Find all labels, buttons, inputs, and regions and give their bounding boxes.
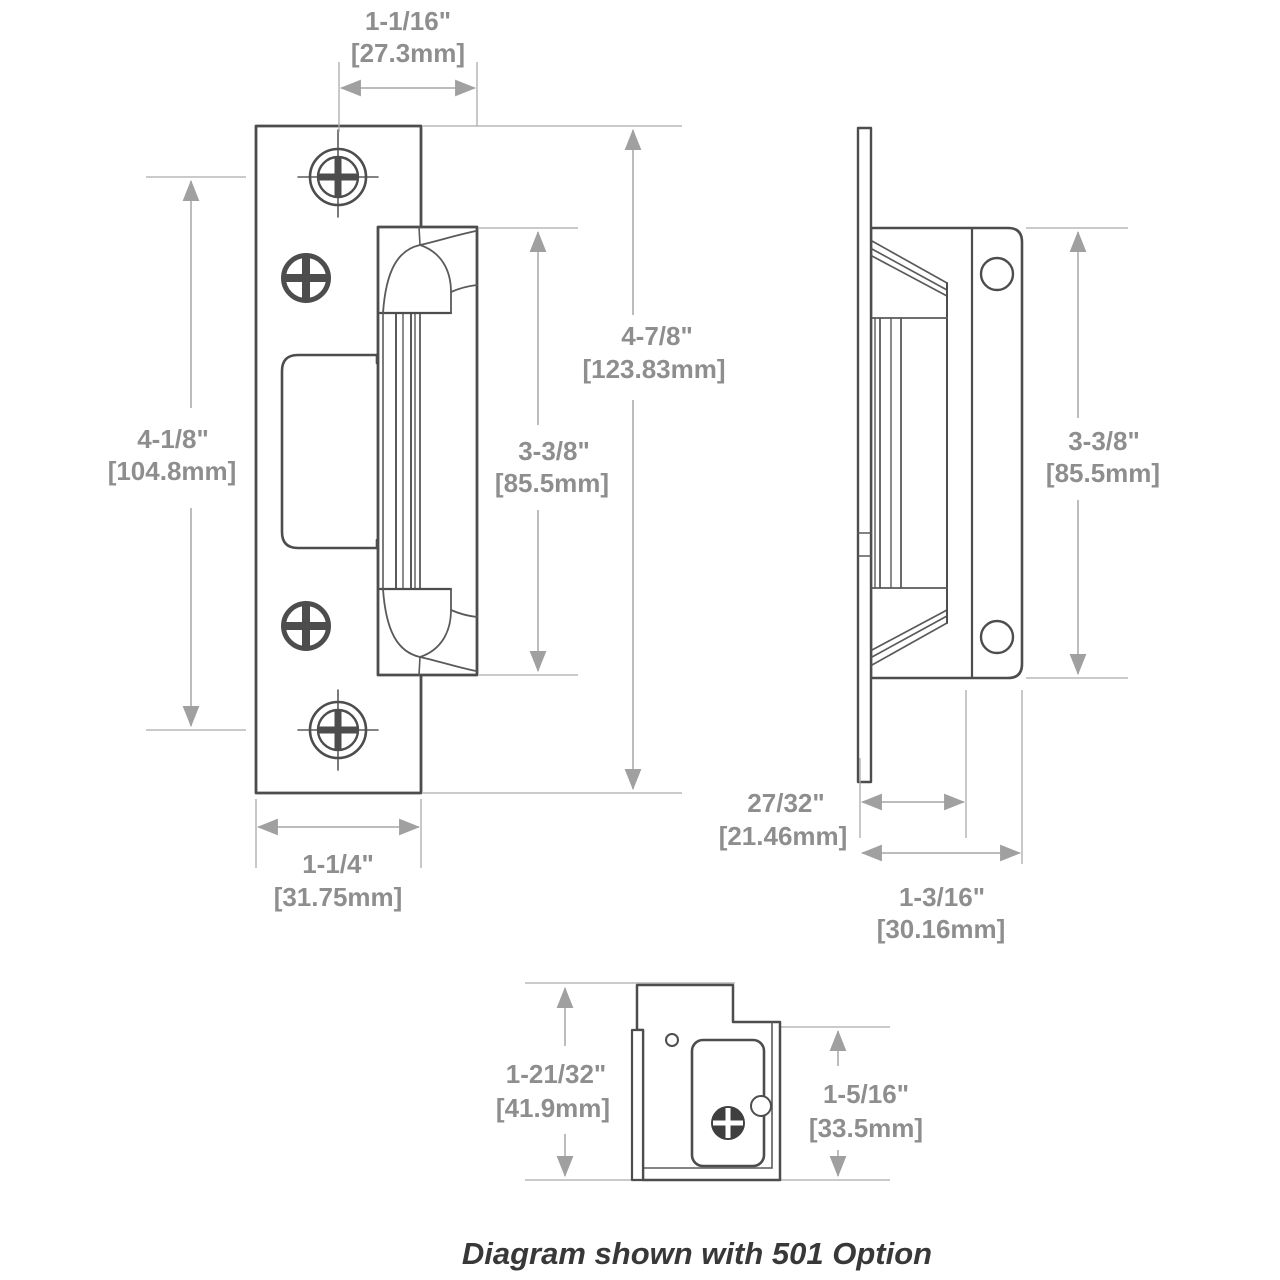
dim-front-screw-span: 4-1/8" [104.8mm] bbox=[108, 176, 246, 731]
dim-label: 4-1/8" bbox=[137, 424, 209, 454]
dim-label-mm: [85.5mm] bbox=[495, 468, 609, 498]
side-faceplate-ticks bbox=[857, 532, 872, 557]
front-ribbed-liner bbox=[382, 312, 421, 590]
side-view bbox=[856, 126, 1024, 784]
dim-label: 1-1/16" bbox=[365, 6, 451, 36]
bottom-pin-hole bbox=[665, 1033, 679, 1047]
dim-label: 1-5/16" bbox=[823, 1079, 909, 1109]
diagram-caption: Diagram shown with 501 Option bbox=[462, 1236, 932, 1271]
dim-label: 3-3/8" bbox=[1068, 426, 1140, 456]
dim-label: 3-3/8" bbox=[518, 436, 590, 466]
dim-label-mm: [21.46mm] bbox=[719, 821, 848, 851]
dim-label-mm: [27.3mm] bbox=[351, 38, 465, 68]
front-view bbox=[254, 124, 479, 795]
bottom-dimensions: 1-21/32" [41.9mm] 1-5/16" [33.5mm] bbox=[496, 986, 923, 1178]
front-strike-body-outline bbox=[376, 225, 479, 677]
dim-label: 1-1/4" bbox=[302, 849, 374, 879]
front-dimensions: 1-1/16" [27.3mm] 4-1/8" [104.8mm] 3-3/8"… bbox=[108, 6, 726, 912]
dim-label-mm: [31.75mm] bbox=[274, 882, 403, 912]
dim-label-mm: [33.5mm] bbox=[809, 1113, 923, 1143]
dim-label-mm: [85.5mm] bbox=[1046, 458, 1160, 488]
dim-bottom-height: 1-21/32" [41.9mm] bbox=[496, 986, 610, 1178]
dim-label: 27/32" bbox=[747, 788, 824, 818]
front-phillips-screw-upper bbox=[281, 253, 331, 303]
dim-label: 4-7/8" bbox=[621, 321, 693, 351]
side-keeper-ramp-bottom bbox=[871, 609, 948, 666]
front-mount-screw-bottom bbox=[297, 689, 379, 771]
dim-front-overall-height: 4-7/8" [123.83mm] bbox=[423, 125, 726, 794]
dim-label-mm: [41.9mm] bbox=[496, 1093, 610, 1123]
side-mount-hole-top bbox=[979, 256, 1015, 292]
side-liner-shelves bbox=[871, 317, 948, 589]
dim-side-body-height: 3-3/8" [85.5mm] bbox=[1026, 227, 1160, 679]
dim-label-mm: [104.8mm] bbox=[108, 456, 237, 486]
side-keeper-ramp-top bbox=[871, 240, 948, 297]
front-mount-screw-top bbox=[297, 129, 379, 218]
dim-front-plate-width: 1-1/4" [31.75mm] bbox=[255, 799, 422, 912]
side-faceplate-edge bbox=[856, 126, 873, 784]
front-keeper-lower bbox=[378, 587, 478, 676]
side-dimensions: 3-3/8" [85.5mm] 27/32" [21.46mm] 1-3/16"… bbox=[719, 227, 1160, 944]
bottom-view bbox=[525, 982, 890, 1182]
side-mount-hole-bottom bbox=[979, 619, 1015, 655]
front-latch-pocket bbox=[280, 353, 379, 550]
dim-label-mm: [123.83mm] bbox=[582, 354, 725, 384]
bottom-phillips-screw bbox=[711, 1106, 745, 1140]
dim-label: 1-3/16" bbox=[899, 882, 985, 912]
bottom-faceplate-edge bbox=[630, 1028, 645, 1182]
dim-front-top-width: 1-1/16" [27.3mm] bbox=[338, 6, 478, 132]
dim-label-mm: [30.16mm] bbox=[877, 914, 1006, 944]
bottom-cam-notch bbox=[750, 1095, 772, 1117]
dim-bottom-depth: 1-5/16" [33.5mm] bbox=[809, 1029, 923, 1178]
dim-label: 1-21/32" bbox=[506, 1059, 607, 1089]
front-phillips-screw-lower bbox=[281, 601, 331, 651]
dim-front-body-height: 3-3/8" [85.5mm] bbox=[479, 227, 609, 676]
dim-side-overall-depth: 1-3/16" [30.16mm] bbox=[860, 690, 1023, 944]
dim-side-lip-depth: 27/32" [21.46mm] bbox=[719, 690, 967, 851]
front-keeper-upper bbox=[378, 226, 478, 315]
side-ribbed-liner bbox=[874, 317, 902, 589]
